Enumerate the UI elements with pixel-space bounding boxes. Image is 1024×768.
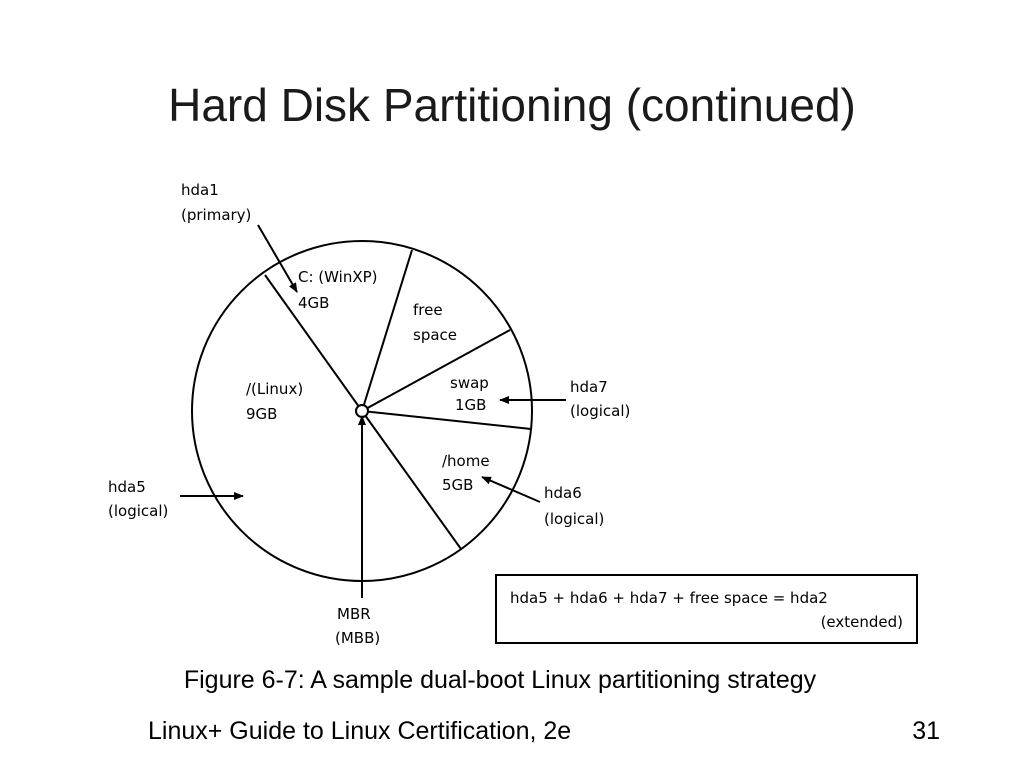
callout-hda1-type: (primary)	[181, 206, 251, 224]
partition-divider	[264, 274, 363, 412]
legend-box	[495, 574, 918, 644]
disk-center	[355, 404, 369, 418]
callout-hda6-name: hda6	[544, 484, 582, 502]
partition-divider	[361, 329, 511, 412]
partition-free-name: free	[413, 301, 443, 319]
partition-winxp-size: 4GB	[298, 294, 329, 312]
page-number: 31	[912, 717, 940, 745]
footer-book-title: Linux+ Guide to Linux Certification, 2e	[148, 717, 572, 745]
slide-title: Hard Disk Partitioning (continued)	[168, 79, 856, 131]
callout-hda5-name: hda5	[108, 478, 146, 496]
partition-winxp-name: C: (WinXP)	[298, 268, 378, 286]
callout-mbr-type: (MBB)	[335, 629, 380, 647]
partition-home-size: 5GB	[442, 476, 473, 494]
callout-hda5-type: (logical)	[108, 502, 168, 520]
callout-hda1-name: hda1	[181, 181, 219, 199]
callout-hda7-name: hda7	[570, 378, 608, 396]
partition-home-name: /home	[442, 452, 490, 470]
partition-linux-size: 9GB	[246, 405, 277, 423]
callout-hda6-arrow	[481, 476, 541, 503]
callout-hda1-arrow	[257, 224, 298, 293]
partition-swap-size: 1GB	[455, 396, 486, 414]
legend-note: (extended)	[821, 613, 903, 631]
legend-equation: hda5 + hda6 + hda7 + free space = hda2	[510, 589, 828, 607]
partition-divider	[361, 410, 532, 430]
figure-caption: Figure 6-7: A sample dual-boot Linux par…	[183, 666, 817, 694]
callout-hda7-type: (logical)	[570, 402, 630, 420]
partition-divider	[361, 410, 462, 550]
callout-mbr-name: MBR	[337, 605, 371, 623]
partition-divider	[361, 249, 413, 412]
partition-free-size: space	[413, 326, 457, 344]
partition-swap-name: swap	[450, 374, 489, 392]
callout-hda6-type: (logical)	[544, 510, 604, 528]
partition-linux-name: /(Linux)	[246, 380, 303, 398]
